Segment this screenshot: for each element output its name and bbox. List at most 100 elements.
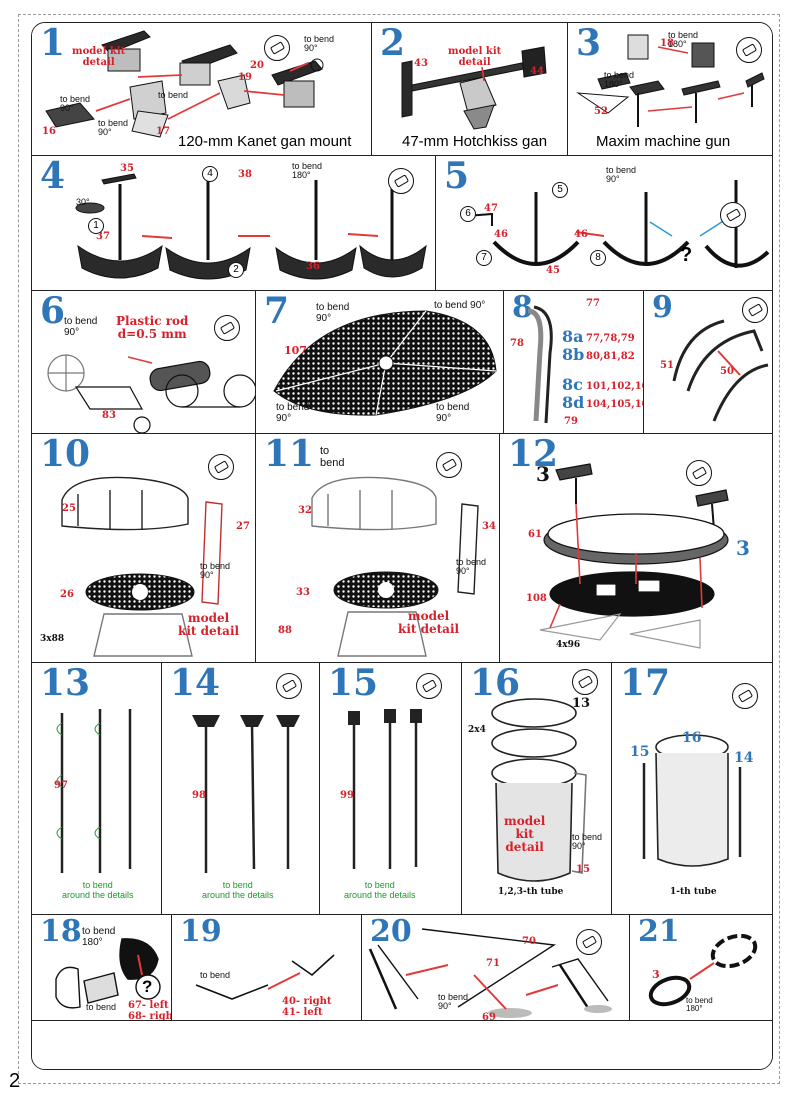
page-number: 2 xyxy=(9,1070,21,1092)
callout-circle: 2 xyxy=(228,262,244,278)
anchor-assembly-illustration xyxy=(75,173,427,280)
part-number: 26 xyxy=(60,589,74,600)
bend-label: to bend 90° xyxy=(572,832,603,852)
note-label: model kit detail xyxy=(448,46,502,68)
callout-circle: 5 xyxy=(552,182,568,198)
step-caption: 120-mm Kanet gan mount xyxy=(178,133,352,150)
step-17-panel: 17 15 16 14 1-th tube xyxy=(612,663,772,915)
sub-step-label: 8a xyxy=(562,327,584,346)
part-number: 33 xyxy=(296,587,310,598)
bracket-illustration xyxy=(195,954,335,1000)
step-16-panel: 16 2x4 13 15 model kit detail to bend 90… xyxy=(462,663,612,915)
ventilator-rails-illustration xyxy=(192,715,300,873)
note-label: model kit detail xyxy=(504,814,546,855)
bend-label: to bend xyxy=(320,445,345,469)
step-6-panel: 6 to bend 90° Plastic rod d=0.5 mm 83 xyxy=(32,291,256,434)
bend-label: to bend around the details xyxy=(202,880,274,900)
part-number: 61 xyxy=(528,529,542,540)
part-number: 47 xyxy=(484,203,498,214)
step-13-panel: 13 97 to bend around the details xyxy=(32,663,162,915)
part-number: 32 xyxy=(298,505,312,516)
bend-label: to bend 90° xyxy=(316,302,350,324)
part-number: 25 xyxy=(62,503,76,514)
bend-label: to bend 180° xyxy=(292,161,323,181)
question-mark: ? xyxy=(142,977,153,996)
part-number: 15 xyxy=(576,864,590,875)
bend-label: to bend 180° xyxy=(82,926,116,948)
part-number: 44 xyxy=(530,66,544,77)
bend-label: to bend 90° xyxy=(304,34,335,54)
reference-label: 15 xyxy=(630,744,650,760)
ring-platform-illustration xyxy=(539,463,729,649)
step-3-panel: 3 to bend 180° to bend 180° xyxy=(568,23,772,156)
part-number: 38 xyxy=(238,169,252,180)
step-9-panel: 9 51 50 xyxy=(644,291,772,434)
part-number: 35 xyxy=(120,163,134,174)
ladder-rails-illustration xyxy=(56,709,132,873)
step-number: 13 xyxy=(40,663,91,704)
sub-step-parts: 104,105,106 xyxy=(586,399,643,410)
step-8-panel: 8 77 78 79 8a 77,78,79 8b 80,81,82 8c 10… xyxy=(504,291,644,434)
page-border xyxy=(18,14,780,1084)
sub-step-parts: 101,102,103 xyxy=(586,381,643,392)
bend-label: to bend 180° xyxy=(604,70,635,90)
part-number: 99 xyxy=(340,790,354,801)
part-number: 69 xyxy=(482,1012,496,1021)
step-number: 21 xyxy=(638,915,680,949)
glue-icon xyxy=(732,683,758,709)
callout-circle: 8 xyxy=(590,250,606,266)
sub-step-parts: 77,78,79 xyxy=(586,333,635,344)
quantity-label: 2x4 xyxy=(468,725,486,735)
glue-icon xyxy=(736,37,762,63)
step-12-panel: 12 3 3 61 xyxy=(500,434,772,663)
step-14-panel: 14 98 to bend around the details xyxy=(162,663,320,915)
funnel-assembly-illustration xyxy=(642,734,742,867)
reference-label: 16 xyxy=(682,730,702,746)
step-number: 9 xyxy=(652,291,673,325)
callout-circle: 6 xyxy=(460,206,476,222)
tube-label: 1-th tube xyxy=(670,887,717,897)
bend-label: 30° xyxy=(76,197,90,207)
part-number: 27 xyxy=(236,521,250,532)
step-10-panel: 10 25 27 26 to bend 90° model kit detail… xyxy=(32,434,256,663)
step-number: 12 xyxy=(508,434,559,475)
note-label: model kit detail xyxy=(72,46,126,68)
gangway-illustration xyxy=(368,928,612,1018)
part-number: 19 xyxy=(238,72,252,83)
step-number: 15 xyxy=(328,663,379,704)
step-21-panel: 21 3 to bend 180° xyxy=(630,915,772,1021)
step-19-panel: 19 to bend 40- right 41- left xyxy=(172,915,362,1021)
step-caption: 47-mm Hotchkiss gan xyxy=(402,133,548,150)
glue-icon xyxy=(388,168,414,194)
callout-circle: 7 xyxy=(476,250,492,266)
sub-step-parts: 80,81,82 xyxy=(586,351,635,362)
question-mark: ? xyxy=(680,244,693,266)
glue-icon xyxy=(264,35,290,61)
reference-label: 3 xyxy=(736,536,750,560)
part-number: 71 xyxy=(486,958,500,969)
bend-label: to bend around the details xyxy=(62,880,134,900)
hotchkiss-gun-illustration xyxy=(401,46,547,130)
step-number: 14 xyxy=(170,663,221,704)
step-number: 5 xyxy=(444,156,470,197)
step-number: 18 xyxy=(40,915,82,949)
bend-label: to bend 180° xyxy=(668,30,699,50)
bend-label: to bend 90° xyxy=(438,992,469,1012)
bend-label: to bend xyxy=(86,1002,117,1012)
step-number: 7 xyxy=(264,291,290,332)
part-number: 3 xyxy=(652,968,660,981)
bend-label: to bend 90° xyxy=(64,316,98,338)
platform-grid-illustration xyxy=(273,310,497,416)
note-label: model kit detail xyxy=(178,611,240,639)
bend-label: to bend 90° xyxy=(60,94,91,114)
step-caption: Maxim machine gun xyxy=(596,133,731,150)
part-number: 78 xyxy=(510,338,524,349)
bend-label: to bend 90° xyxy=(276,402,310,424)
kanet-gun-illustration xyxy=(45,30,324,138)
step-number: 10 xyxy=(40,434,91,475)
step-number: 1 xyxy=(40,23,66,64)
step-5-panel: 5 to bend 90° ? 47 46 46 45 xyxy=(436,156,772,291)
part-number: 18 xyxy=(660,38,674,49)
bend-label: to bend around the details xyxy=(344,880,416,900)
hatch-illustration xyxy=(55,938,161,1009)
